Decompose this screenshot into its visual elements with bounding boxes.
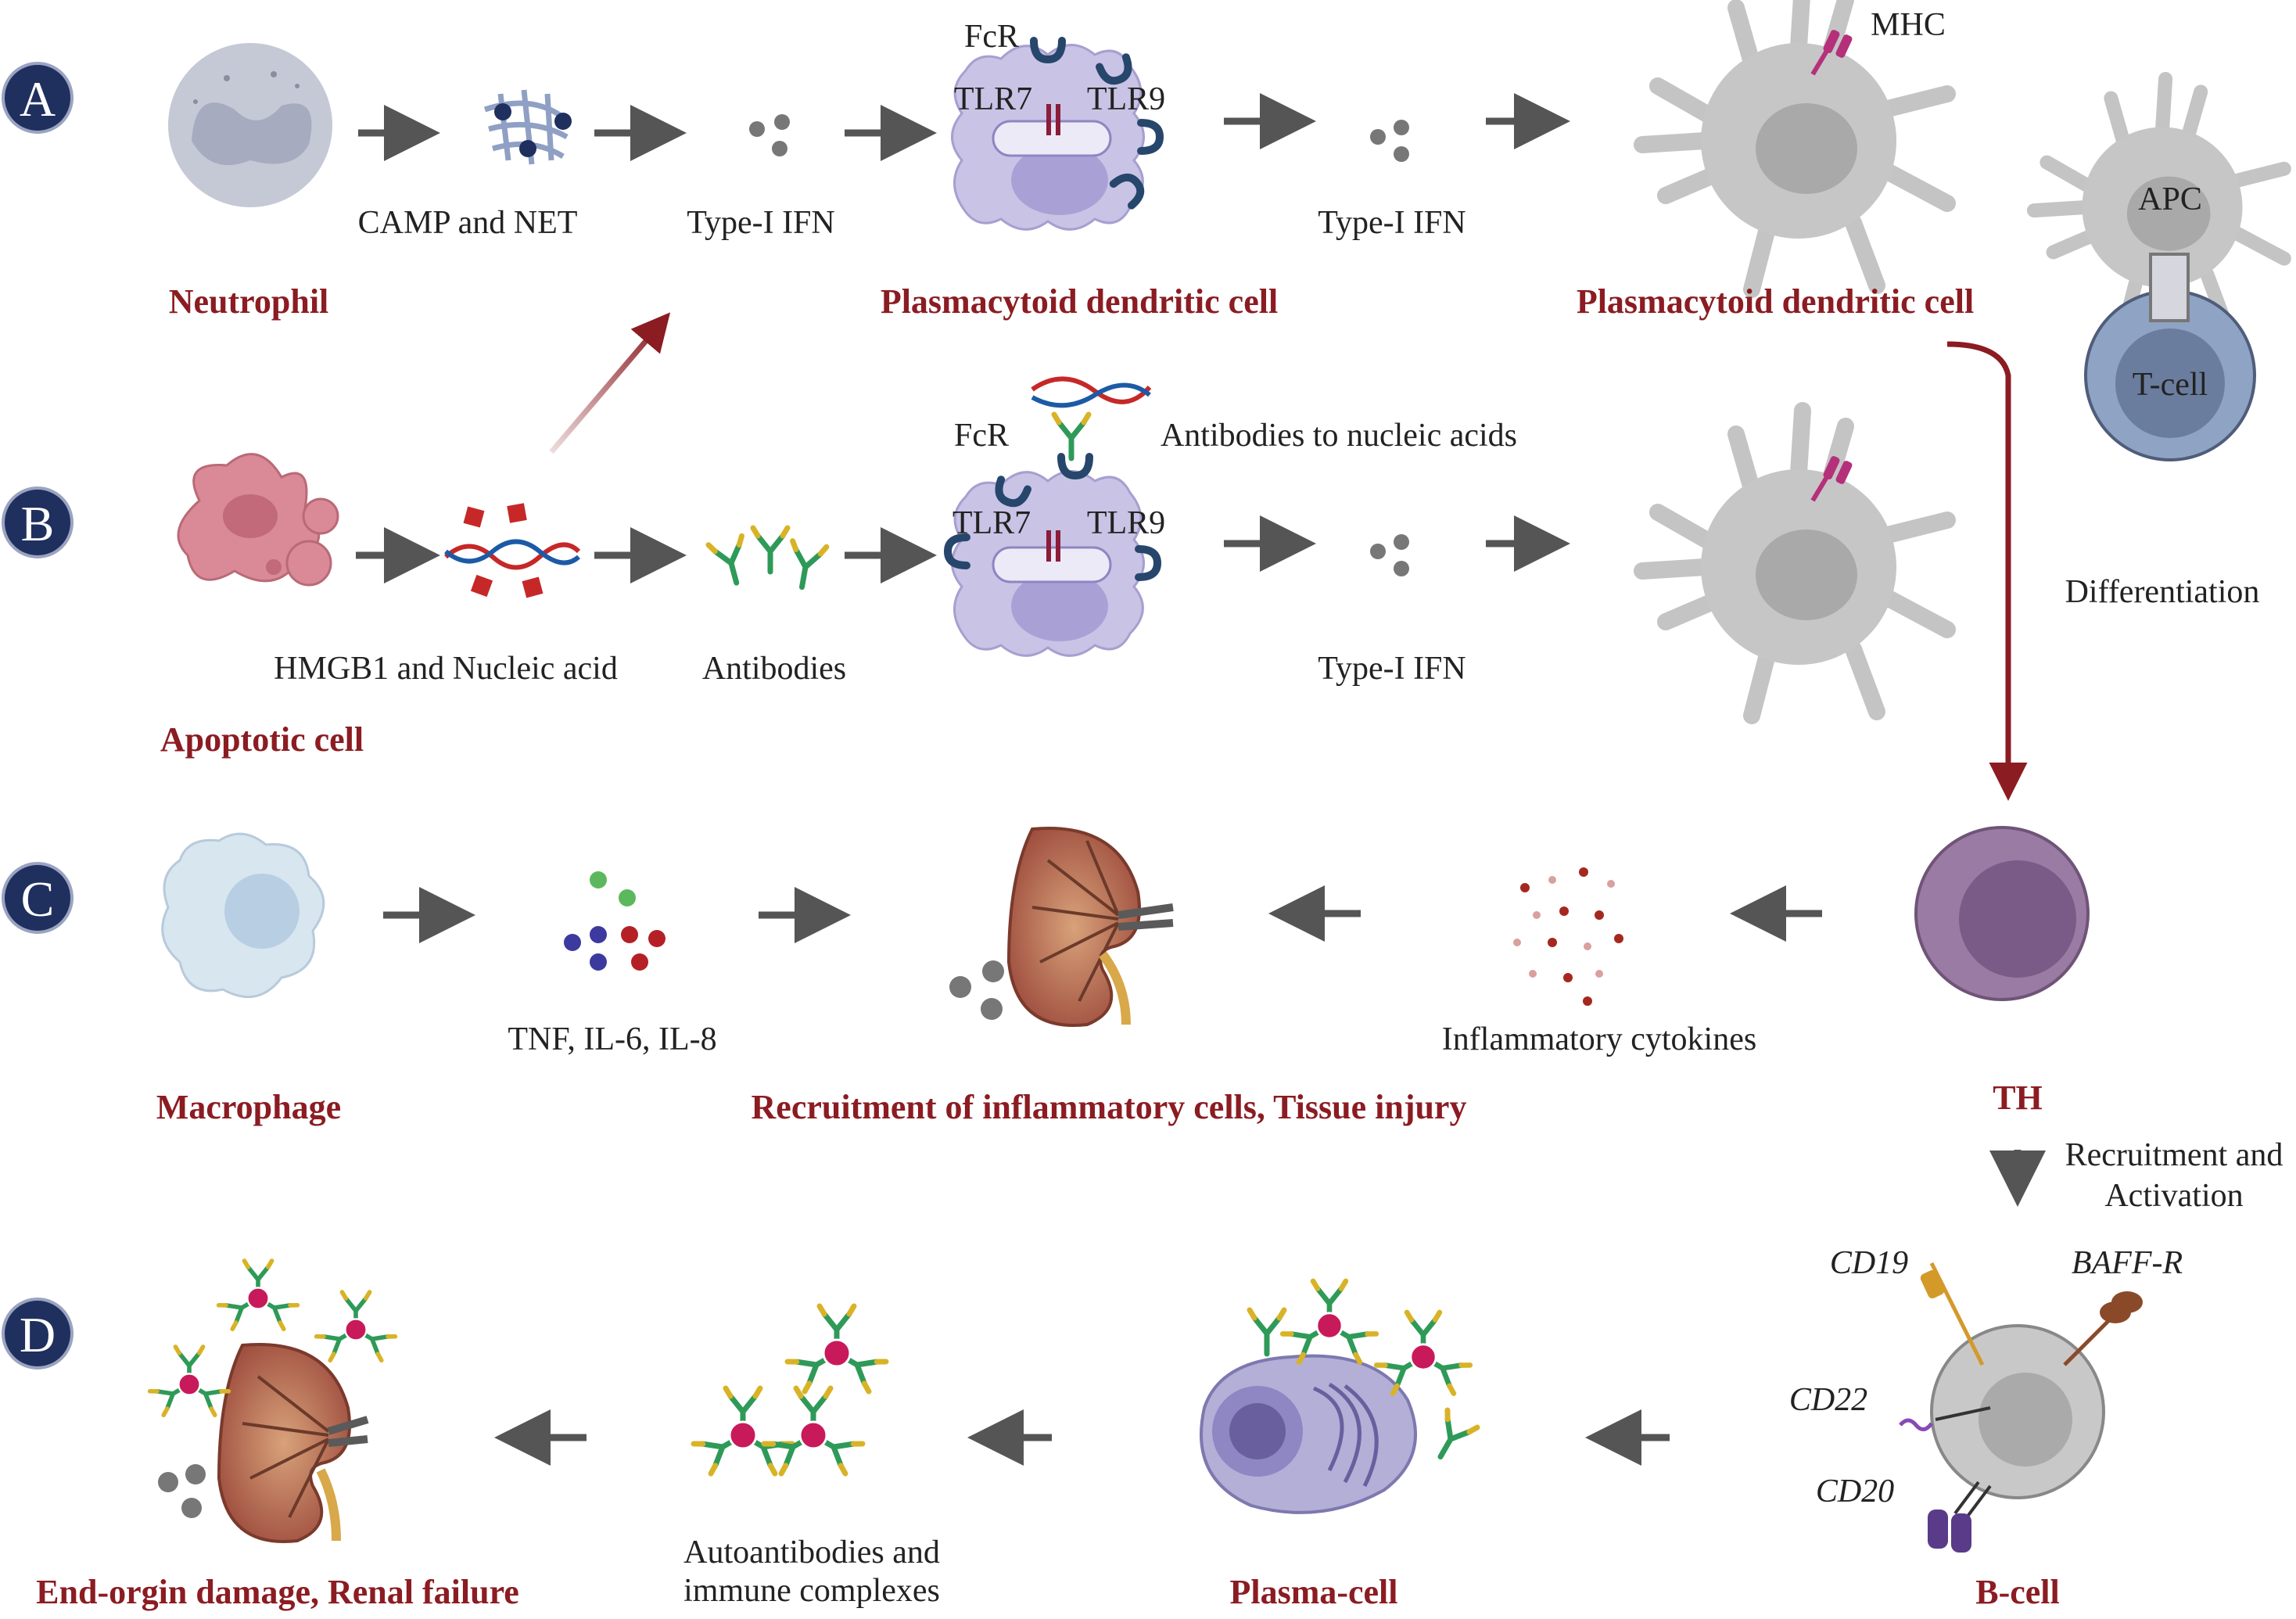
- label-tnf: TNF, IL-6, IL-8: [508, 1021, 716, 1057]
- label-differentiation: Differentiation: [2065, 574, 2260, 610]
- label-type1-ifn-a1: Type-I IFN: [687, 205, 835, 241]
- label-tlr7-a: TLR7: [954, 81, 1032, 117]
- label-antibodies: Antibodies: [702, 651, 846, 687]
- immune-complex-icon: [694, 1306, 886, 1474]
- dendritic-cell-a: [1642, 0, 1947, 289]
- label-baffr: BAFF-R: [2072, 1245, 2183, 1281]
- tcell: [2084, 289, 2256, 461]
- mhc-icon-b: [1810, 456, 1853, 502]
- antibody-dna-complex-icon: [1031, 376, 1152, 458]
- label-camp-net: CAMP and NET: [358, 205, 578, 241]
- ifn-dots-a1: [749, 114, 790, 156]
- label-type1-ifn-b: Type-I IFN: [1318, 651, 1466, 687]
- label-tlr9-b: TLR9: [1087, 505, 1165, 541]
- row-badge-d: D: [2, 1298, 74, 1370]
- caption-bcell: B-cell: [1975, 1573, 2060, 1611]
- row-badge-b: B: [2, 486, 74, 558]
- label-hmgb1: HMGB1 and Nucleic acid: [274, 651, 618, 687]
- caption-macrophage: Macrophage: [156, 1088, 341, 1126]
- caption-th: TH: [1993, 1079, 2043, 1117]
- damaged-kidney-icon: [150, 1261, 396, 1543]
- label-mhc: MHC: [1871, 7, 1946, 43]
- label-cd19: CD19: [1830, 1245, 1908, 1281]
- plasma-cell: [1200, 1354, 1417, 1514]
- dendritic-cell-b: [1642, 411, 1947, 716]
- net-icon: [483, 89, 572, 165]
- label-recruit-act-1: Recruitment and: [2065, 1137, 2283, 1173]
- pdc-cell-b: [951, 470, 1145, 657]
- caption-endorgan: End-orgin damage, Renal failure: [36, 1573, 519, 1611]
- caption-pdc-a2: Plasmacytoid dendritic cell: [1577, 282, 1974, 321]
- svg-text:A: A: [20, 71, 56, 127]
- inflammatory-cytokine-dots-icon: [1513, 867, 1623, 1006]
- row-badge-c: C: [2, 862, 74, 934]
- ifn-dots-b: [1370, 534, 1409, 576]
- row-badge-a: A: [2, 62, 74, 134]
- arrow-b-to-a: [549, 312, 671, 454]
- label-tcell: T-cell: [2133, 367, 2208, 403]
- arrow-differentiation: [1946, 341, 2028, 801]
- cd22-icon: [1899, 1406, 1991, 1431]
- macrophage-icon: [161, 832, 325, 999]
- apoptotic-cell-icon: [177, 453, 339, 587]
- cd20-icon: [1928, 1481, 1992, 1553]
- neutrophil-icon: [168, 43, 332, 207]
- label-apc: APC: [2138, 181, 2202, 217]
- fcr-receptor-b-icon: [1061, 457, 1089, 476]
- caption-apoptotic: Apoptotic cell: [160, 720, 364, 759]
- svg-text:D: D: [20, 1307, 56, 1362]
- label-ab-nucleic: Antibodies to nucleic acids: [1161, 418, 1517, 454]
- svg-text:B: B: [21, 496, 55, 551]
- label-fcr-a: FcR: [964, 19, 1019, 55]
- bcell: [1930, 1324, 2105, 1499]
- caption-neutrophil: Neutrophil: [169, 282, 329, 321]
- caption-plasma: Plasma-cell: [1229, 1573, 1397, 1611]
- svg-text:C: C: [21, 871, 55, 927]
- pdc-cell-a: [951, 44, 1145, 231]
- mhc-icon: [1810, 30, 1853, 76]
- label-inflam-cyto: Inflammatory cytokines: [1442, 1021, 1756, 1057]
- label-type1-ifn-a2: Type-I IFN: [1318, 205, 1466, 241]
- th-cell: [1914, 826, 2090, 1001]
- label-fcr-b: FcR: [954, 418, 1009, 454]
- label-cd20: CD20: [1816, 1474, 1894, 1510]
- ifn-dots-a2: [1370, 120, 1409, 162]
- caption-recruitment: Recruitment of inflammatory cells, Tissu…: [752, 1088, 1467, 1126]
- cd19-icon: [1920, 1262, 1985, 1366]
- label-cd22: CD22: [1789, 1382, 1867, 1418]
- cytokine-dot-icon: [564, 871, 665, 971]
- caption-pdc-a1: Plasmacytoid dendritic cell: [881, 282, 1278, 321]
- baffr-icon: [2063, 1291, 2143, 1366]
- label-auto-1: Autoantibodies and: [683, 1535, 940, 1571]
- synapse-box: [2149, 253, 2190, 322]
- label-tlr9-a: TLR9: [1087, 81, 1165, 117]
- label-auto-2: immune complexes: [683, 1573, 940, 1609]
- label-recruit-act-2: Activation: [2104, 1178, 2243, 1214]
- kidney-icon: [949, 827, 1174, 1027]
- dna-icon: [443, 503, 581, 598]
- fcr-icon: [1034, 41, 1062, 59]
- label-tlr7-b: TLR7: [952, 505, 1031, 541]
- antibody-icon: [709, 528, 827, 590]
